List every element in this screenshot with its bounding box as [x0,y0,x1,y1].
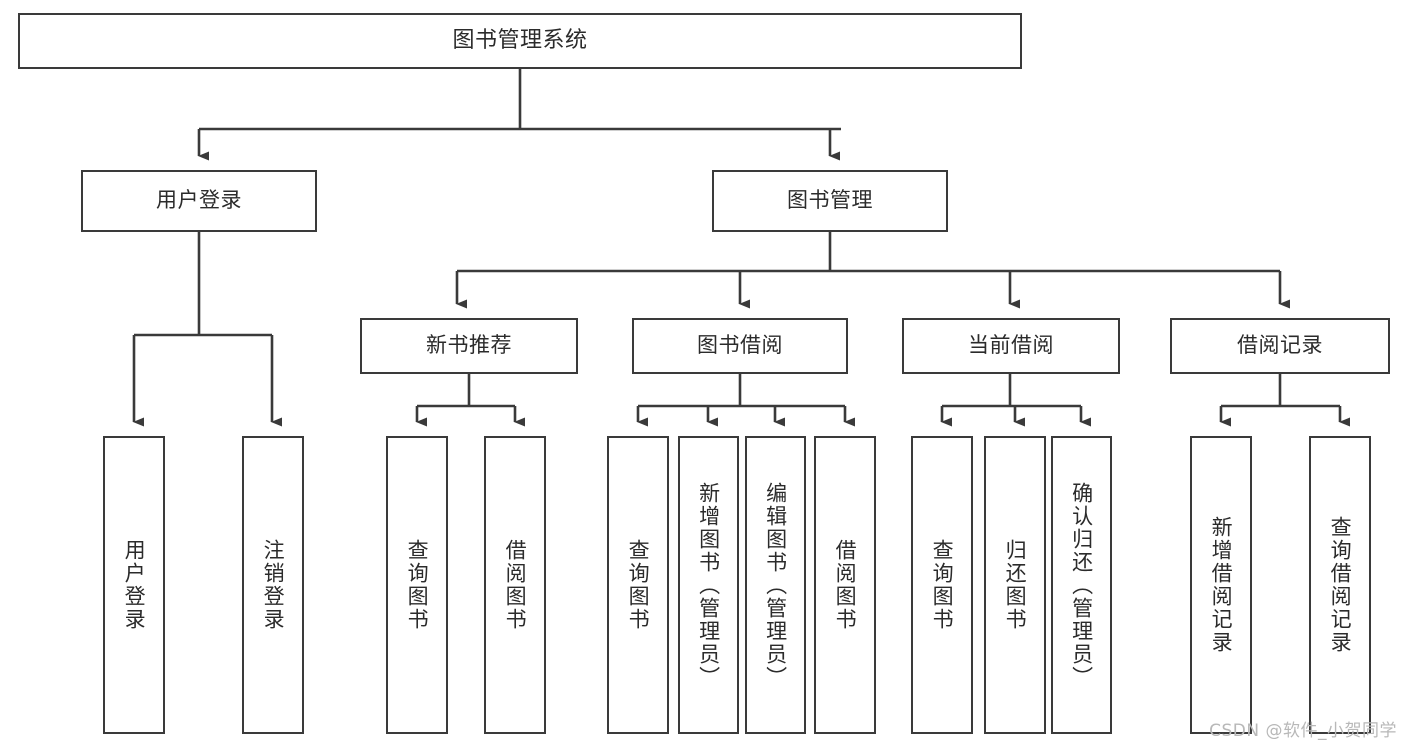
leaf-query-borrow-record[interactable]: 查询借阅记录 [1309,436,1371,734]
leaf-logout[interactable]: 注销登录 [242,436,304,734]
leaf-user-login[interactable]: 用户登录 [103,436,165,734]
leaf-borrow-book-newbook[interactable]: 借阅图书 [484,436,546,734]
leaf-label: 借阅图书 [503,539,528,631]
node-new-book-recommend-label: 新书推荐 [426,333,512,358]
watermark: CSDN @软件_小贺同学 [1209,721,1397,741]
leaf-label: 编辑图书（管理员） [763,481,788,689]
node-book-borrow[interactable]: 图书借阅 [632,318,848,374]
leaf-label: 查询图书 [405,539,430,631]
leaf-edit-book-admin[interactable]: 编辑图书（管理员） [745,436,806,734]
node-root[interactable]: 图书管理系统 [18,13,1022,69]
leaf-label: 新增图书（管理员） [696,481,721,689]
node-borrow-record[interactable]: 借阅记录 [1170,318,1390,374]
node-new-book-recommend[interactable]: 新书推荐 [360,318,578,374]
leaf-return-book[interactable]: 归还图书 [984,436,1046,734]
node-book-borrow-label: 图书借阅 [697,333,783,358]
leaf-label: 查询借阅记录 [1328,516,1353,654]
node-current-borrow[interactable]: 当前借阅 [902,318,1120,374]
leaf-label: 查询图书 [930,539,955,631]
node-current-borrow-label: 当前借阅 [968,333,1054,358]
leaf-label: 新增借阅记录 [1209,516,1234,654]
node-user-login-label: 用户登录 [156,188,242,213]
leaf-query-book-current[interactable]: 查询图书 [911,436,973,734]
leaf-confirm-return-admin[interactable]: 确认归还（管理员） [1051,436,1112,734]
leaf-label: 借阅图书 [833,539,858,631]
leaf-label: 注销登录 [261,539,286,631]
leaf-label: 查询图书 [626,539,651,631]
node-book-management-label: 图书管理 [787,188,873,213]
leaf-add-book-admin[interactable]: 新增图书（管理员） [678,436,739,734]
leaf-borrow-book[interactable]: 借阅图书 [814,436,876,734]
node-user-login[interactable]: 用户登录 [81,170,317,232]
node-root-label: 图书管理系统 [452,27,588,53]
node-borrow-record-label: 借阅记录 [1237,333,1323,358]
leaf-query-book-borrow[interactable]: 查询图书 [607,436,669,734]
leaf-label: 用户登录 [122,539,147,631]
leaf-label: 确认归还（管理员） [1069,481,1094,689]
leaf-label: 归还图书 [1003,539,1028,631]
node-book-management[interactable]: 图书管理 [712,170,948,232]
leaf-query-book-newbook[interactable]: 查询图书 [386,436,448,734]
leaf-add-borrow-record[interactable]: 新增借阅记录 [1190,436,1252,734]
